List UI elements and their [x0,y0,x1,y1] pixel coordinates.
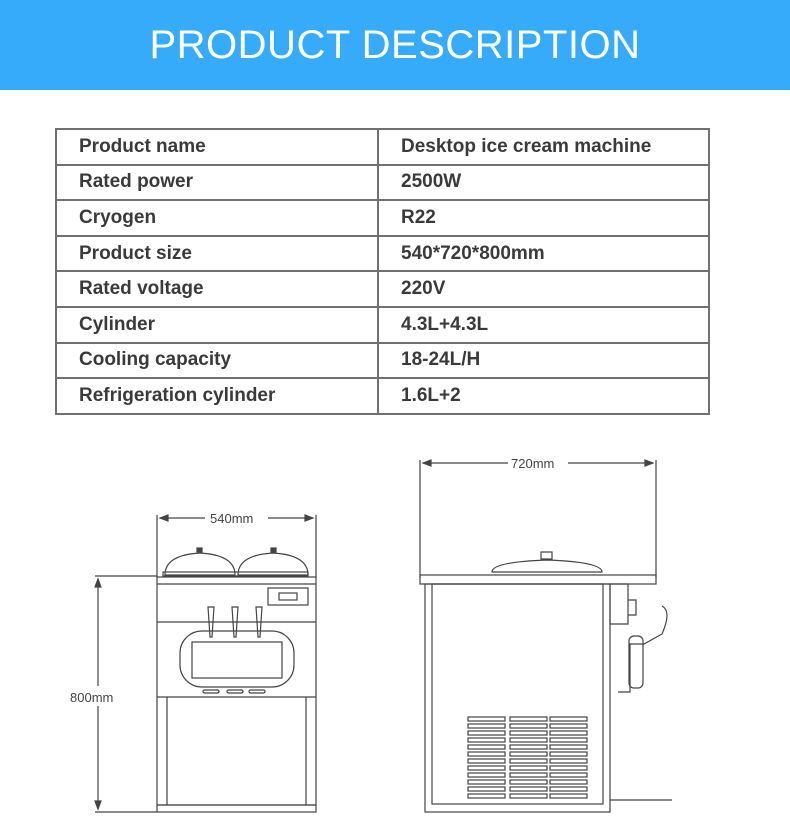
spec-label: Cylinder [56,306,379,344]
spec-label: Product size [56,235,379,273]
front-view-drawing: 540mm 800mm [70,511,317,813]
depth-dimension-label: 720mm [511,456,554,471]
height-dimension-label: 800mm [70,690,113,705]
spec-value: 540*720*800mm [378,235,709,273]
spec-label: Product name [56,129,379,166]
spec-label: Cooling capacity [56,342,379,380]
spec-value: 2500W [378,164,709,202]
spec-label: Rated voltage [56,271,379,308]
spec-value: Desktop ice cream machine [378,129,709,166]
page-title: PRODUCT DESCRIPTION [0,0,790,90]
spec-label: Rated power [56,164,379,202]
spec-row: Refrigeration cylinder 1.6L+2 [56,378,709,414]
spec-value: 1.6L+2 [401,384,461,406]
spec-value: 18-24L/H [378,342,709,380]
spec-label: Refrigeration cylinder [56,378,379,414]
width-dimension-label: 540mm [210,511,253,526]
spec-value: 4.3L+4.3L [378,306,709,344]
spec-label: Cryogen [56,200,379,237]
spec-value: R22 [378,200,709,237]
spec-value: 220V [378,271,709,308]
side-view-drawing: 720mm [419,456,672,813]
